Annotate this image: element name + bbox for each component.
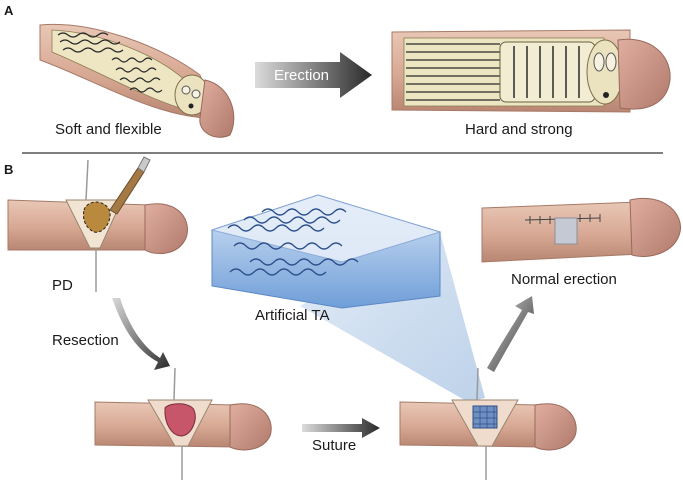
erection-label: Erection (274, 67, 329, 84)
resected-penis-illustration (94, 367, 272, 480)
soft-flexible-caption: Soft and flexible (55, 121, 162, 138)
flaccid-penis-illustration (39, 23, 235, 138)
suture-label: Suture (312, 437, 356, 454)
resection-arrow (112, 298, 170, 370)
artificial-ta-scaffold (210, 194, 442, 309)
normal-erection-label: Normal erection (511, 271, 617, 288)
pd-penis-illustration (7, 156, 188, 292)
recovery-arrow (487, 296, 534, 372)
erection-arrow (255, 52, 372, 98)
sutured-penis-illustration (399, 367, 577, 480)
suture-arrow (302, 418, 380, 438)
normal-erection-penis-illustration (481, 197, 682, 263)
panel-a-letter: A (4, 3, 14, 18)
resection-label: Resection (52, 332, 119, 349)
hard-strong-caption: Hard and strong (465, 121, 573, 138)
pd-label: PD (52, 277, 73, 294)
erect-penis-illustration (391, 29, 671, 113)
panel-b-letter: B (4, 162, 13, 177)
artificial-ta-label: Artificial TA (255, 307, 329, 324)
